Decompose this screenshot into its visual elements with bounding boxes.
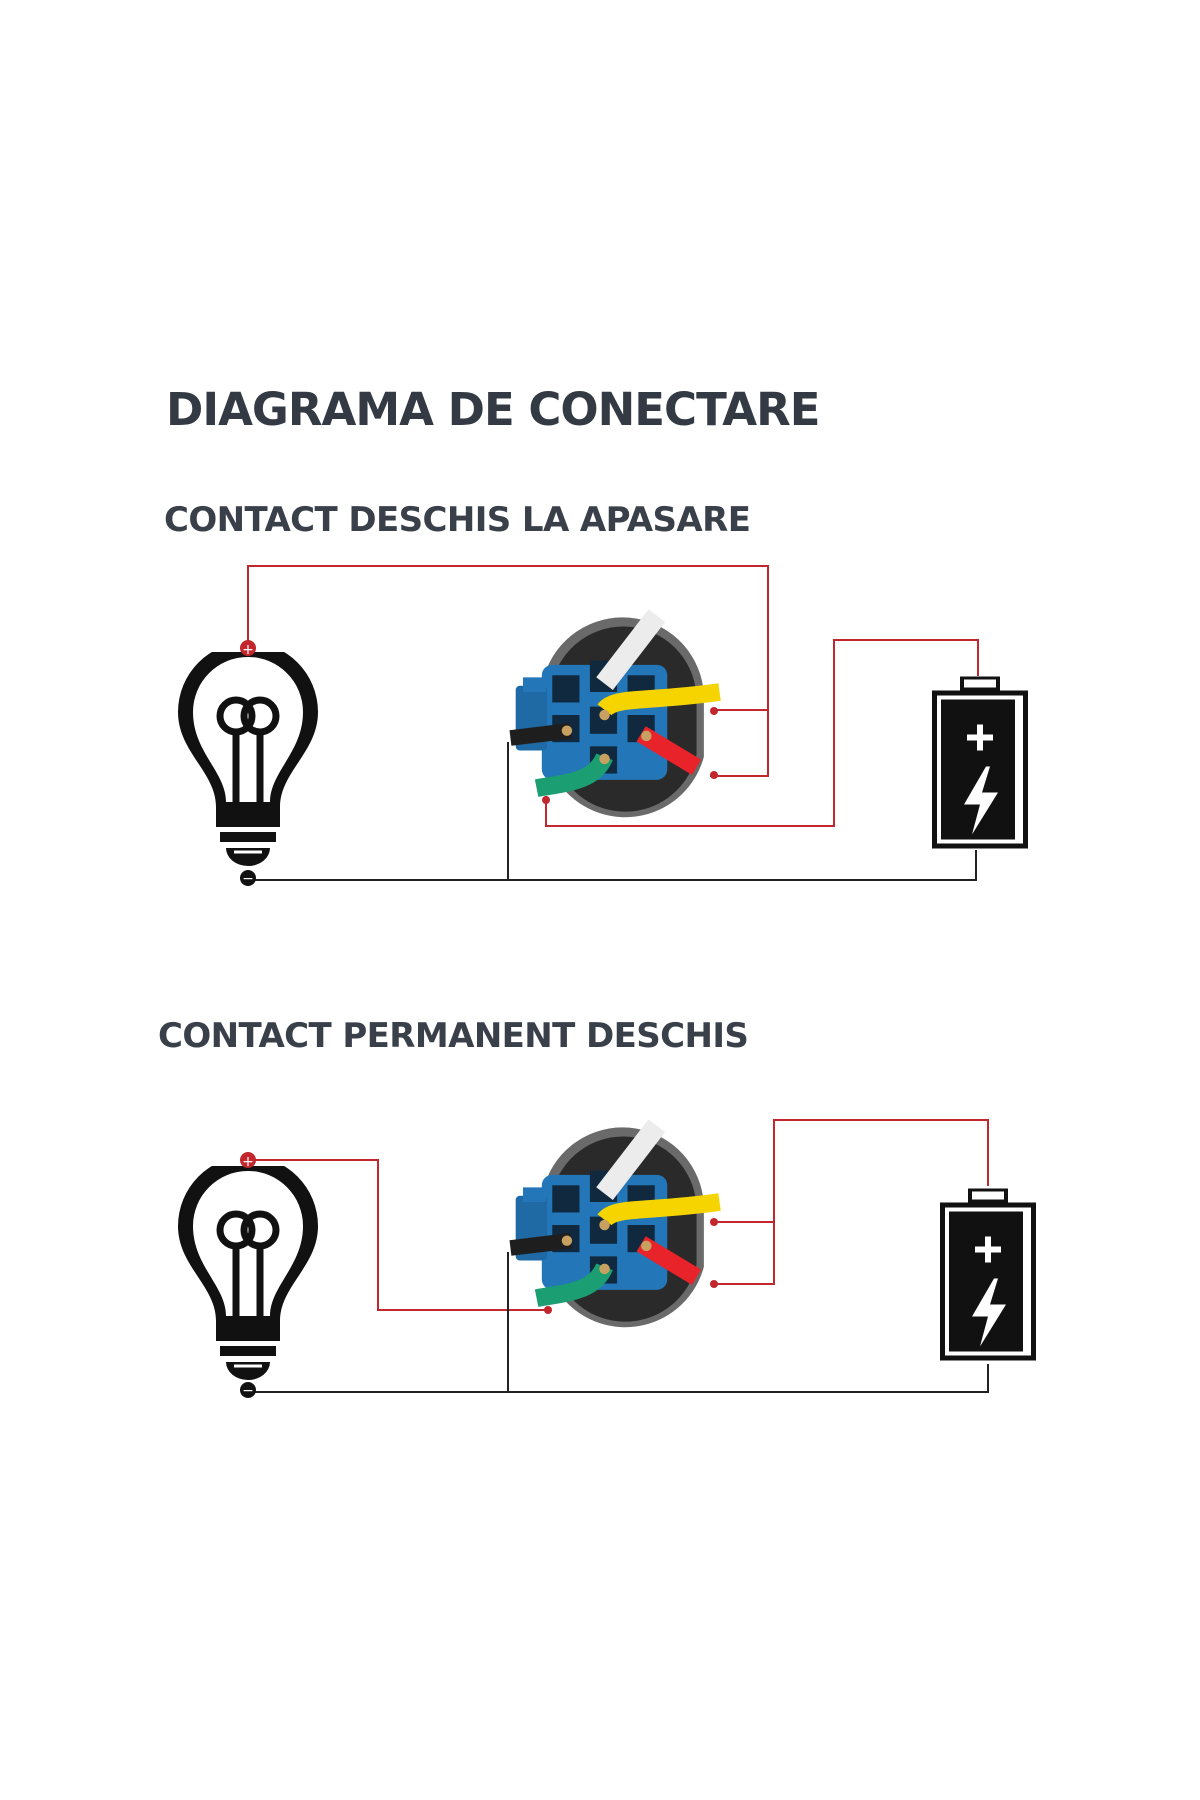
- bulb-minus-terminal: [240, 870, 256, 886]
- push-button-switch-icon: [510, 616, 719, 818]
- bulb-plus-label: +: [242, 642, 254, 658]
- bulb-minus-terminal: [240, 1382, 256, 1398]
- wiring-diagram-2: + −: [0, 1119, 1200, 1399]
- red-wire-bulb-to-switch: [248, 1159, 546, 1311]
- push-button-switch-icon: [510, 1126, 719, 1328]
- red-wire-switch-to-battery: [712, 1119, 989, 1285]
- light-bulb-icon: [178, 642, 318, 866]
- red-wire-switch-to-battery: [545, 639, 979, 827]
- bulb-minus-label: −: [242, 871, 254, 887]
- black-wire-common: [248, 1252, 989, 1393]
- light-bulb-icon: [178, 1156, 318, 1380]
- diagram-heading-normally-closed: CONTACT DESCHIS LA APASARE: [164, 500, 751, 540]
- wiring-diagram-1: + −: [0, 565, 1200, 887]
- page-title: DIAGRAMA DE CONECTARE: [166, 383, 820, 436]
- bulb-plus-terminal: [240, 640, 256, 656]
- bulb-plus-label: +: [242, 1154, 254, 1170]
- bulb-plus-terminal: [240, 1152, 256, 1168]
- black-wire-common: [248, 742, 977, 881]
- diagram-heading-normally-open: CONTACT PERMANENT DESCHIS: [158, 1016, 749, 1056]
- battery-icon: [932, 677, 1028, 849]
- battery-icon: [940, 1189, 1036, 1361]
- bulb-minus-label: −: [242, 1383, 254, 1399]
- red-wire-bulb-to-switch: [247, 565, 769, 777]
